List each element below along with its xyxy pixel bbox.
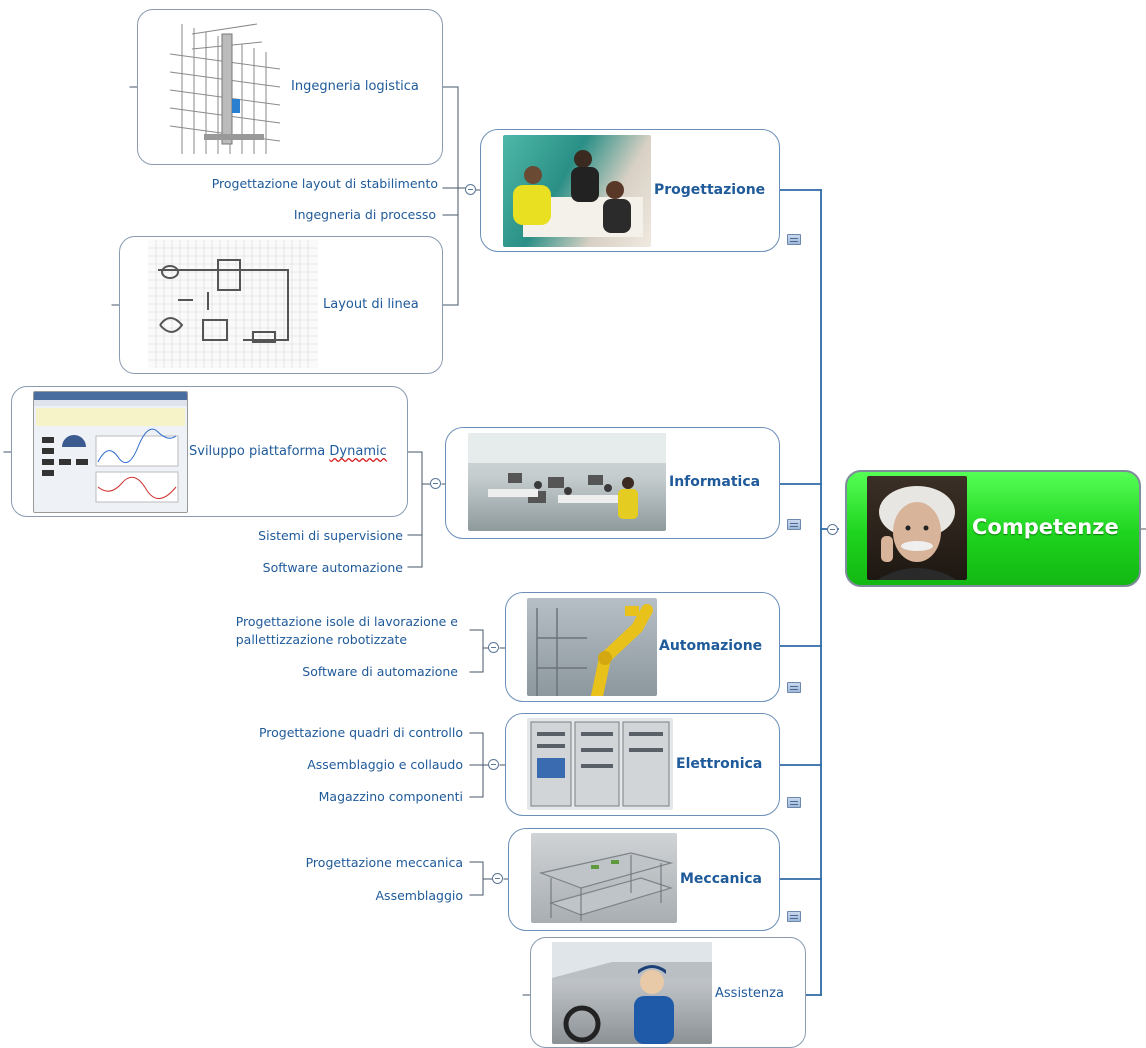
child-label-sviluppo-dynamic: Sviluppo piattaforma Dynamic <box>189 444 387 459</box>
conveyor-photo-icon <box>531 833 677 923</box>
note-icon[interactable] <box>787 911 801 922</box>
note-icon[interactable] <box>787 682 801 693</box>
prog-children-bracket <box>442 86 466 306</box>
child-node-ingegneria-logistica[interactable] <box>137 9 443 165</box>
root-title: Competenze <box>972 515 1119 539</box>
robot-arm-photo-icon <box>527 598 657 696</box>
child-label-sistemi-supervisione: Sistemi di supervisione <box>258 528 403 543</box>
elet-children-bracket <box>469 732 489 798</box>
label-prefix: Sviluppo piattaforma <box>189 444 330 459</box>
portrait-photo-icon <box>867 476 967 580</box>
label-dynamic: Dynamic <box>329 444 387 459</box>
elettronica-collapse-toggle[interactable] <box>488 759 499 770</box>
child-label-quadri-controllo: Progettazione quadri di controllo <box>258 725 463 740</box>
child-label-assemblaggio: Assemblaggio <box>375 888 464 903</box>
root-collapse-toggle[interactable] <box>827 524 838 535</box>
child-label-isole-lavorazione: Progettazione isole di lavorazione e pall… <box>236 613 458 649</box>
automazione-collapse-toggle[interactable] <box>488 642 499 653</box>
line-layout-drawing-icon <box>148 240 318 368</box>
note-icon[interactable] <box>787 519 801 530</box>
meccanica-collapse-toggle[interactable] <box>492 873 503 884</box>
child-label-software-automazione: Software automazione <box>262 560 403 575</box>
mecc-children-bracket <box>469 861 493 896</box>
child-label-assemblaggio-collaudo: Assemblaggio e collaudo <box>307 757 463 772</box>
branch-title-meccanica: Meccanica <box>680 871 762 887</box>
branch-title-assistenza: Assistenza <box>715 986 784 1001</box>
software-screenshot-icon <box>33 391 188 513</box>
progettazione-collapse-toggle[interactable] <box>465 184 476 195</box>
branch-title-automazione: Automazione <box>659 638 763 654</box>
child-label-ingegneria-logistica: Ingegneria logistica <box>291 79 419 94</box>
note-icon[interactable] <box>787 234 801 245</box>
technician-van-photo-icon <box>552 942 712 1044</box>
child-label-software-di-automazione: Software di automazione <box>302 664 458 679</box>
child-label-ingegneria-processo: Ingegneria di processo <box>293 207 436 222</box>
child-label-magazzino-componenti: Magazzino componenti <box>318 789 463 804</box>
info-children-bracket <box>407 451 431 568</box>
office-photo-icon <box>468 433 666 531</box>
branch-title-elettronica: Elettronica <box>676 756 763 772</box>
child-label-progettazione-meccanica: Progettazione meccanica <box>305 855 463 870</box>
child-label-layout-stabilimento: Progettazione layout di stabilimento <box>211 176 438 191</box>
warehouse-rack-drawing-icon <box>162 14 287 160</box>
team-meeting-photo-icon <box>503 135 651 247</box>
child-label-layout-linea: Layout di linea <box>323 297 419 312</box>
branch-title-informatica: Informatica <box>669 474 761 490</box>
control-panel-photo-icon <box>527 718 673 810</box>
child-label-isole-line1: Progettazione isole di lavorazione e <box>235 614 458 629</box>
note-icon[interactable] <box>787 797 801 808</box>
child-label-isole-line2: pallettizzazione robotizzate <box>235 632 408 647</box>
auto-children-bracket <box>469 629 489 673</box>
branch-title-progettazione: Progettazione <box>654 182 766 198</box>
informatica-collapse-toggle[interactable] <box>430 478 441 489</box>
